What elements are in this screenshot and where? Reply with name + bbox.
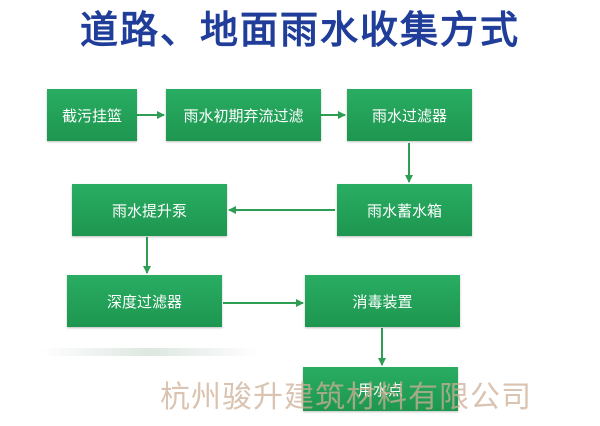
- node-deep-filter: 深度过滤器: [67, 275, 222, 327]
- diagram-title: 道路、地面雨水收集方式: [79, 8, 520, 52]
- node-rainwater-storage-tank: 雨水蓄水箱: [337, 184, 472, 236]
- node-rainwater-filter: 雨水过滤器: [347, 89, 472, 141]
- node-rainwater-lift-pump: 雨水提升泵: [72, 184, 227, 236]
- node-initial-rainwater-diversion-filter: 雨水初期弃流过滤: [166, 89, 321, 141]
- node-sewage-interception-basket: 截污挂篮: [47, 89, 137, 141]
- image-artifact: [40, 348, 260, 356]
- node-disinfection-device: 消毒装置: [305, 275, 460, 327]
- node-water-use-point: 用水点: [303, 367, 458, 411]
